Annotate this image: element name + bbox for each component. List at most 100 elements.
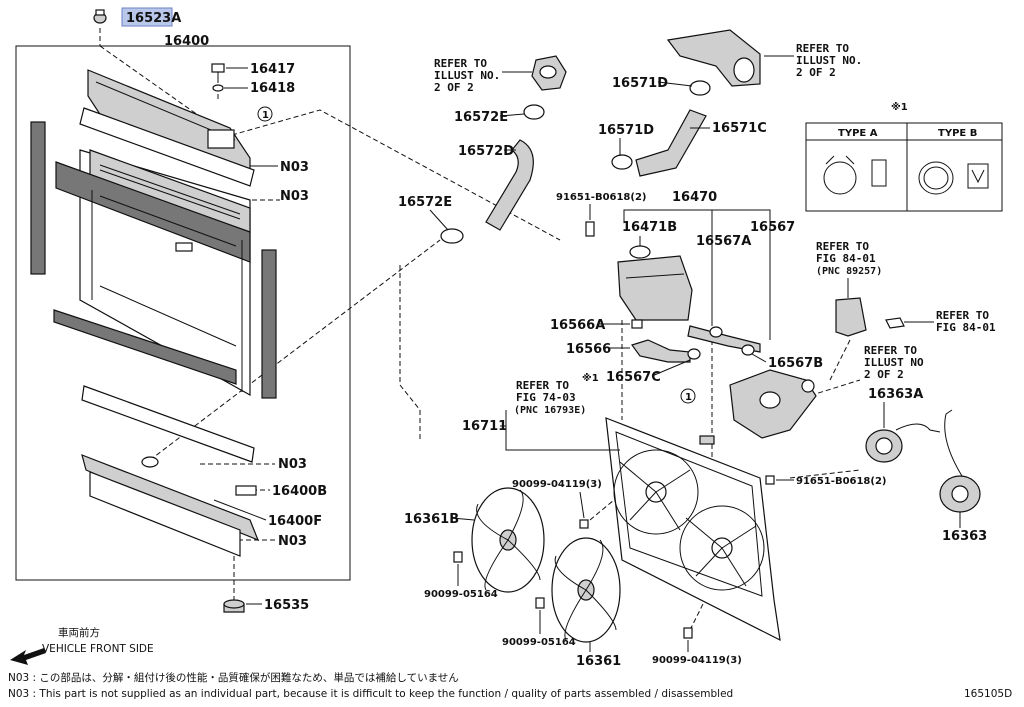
part-label-16567C[interactable]: 16567C [606, 370, 661, 385]
part-label-16567B[interactable]: 16567B [768, 356, 823, 371]
clamp-16567A[interactable] [709, 326, 723, 338]
type-b-label: TYPE B [938, 128, 977, 139]
refer-illust-c[interactable]: REFER TO ILLUST NO 2 OF 2 [864, 344, 924, 381]
nut-90099-05164-b[interactable] [535, 597, 545, 609]
radiator-cap-16523A[interactable] [93, 9, 107, 24]
marker-circle-1-a [257, 106, 273, 122]
side-seal-right [261, 249, 277, 399]
side-seal-left [30, 121, 46, 275]
nut-90099-05164-a[interactable] [453, 551, 463, 563]
part-label-16571C[interactable]: 16571C [712, 121, 767, 136]
part-label-16523A[interactable]: 16523A [126, 11, 181, 26]
part-label-16567[interactable]: 16567 [750, 220, 795, 235]
hose-16572D[interactable] [485, 139, 534, 231]
part-label-16571D-top[interactable]: 16571D [612, 76, 668, 91]
part-label-90099-04119-top[interactable]: 90099-04119(3) [512, 479, 602, 490]
svg-text:REFER TO: REFER TO [516, 379, 569, 392]
part-label-16400B[interactable]: 16400B [272, 484, 327, 499]
bolt-90099-top[interactable] [579, 519, 589, 529]
part-label-16572D[interactable]: 16572D [458, 144, 514, 159]
reservoir-16470[interactable] [617, 245, 693, 321]
clamp-16567B[interactable] [741, 344, 755, 356]
bolt-91651-bottom[interactable] [765, 475, 775, 485]
part-label-16711[interactable]: 16711 [462, 419, 507, 434]
marker-circle-1-b [680, 388, 696, 404]
plug-16417[interactable] [211, 63, 225, 80]
part-label-16535[interactable]: 16535 [264, 598, 309, 613]
part-label-16470[interactable]: 16470 [672, 190, 717, 205]
part-label-16400F[interactable]: 16400F [268, 514, 322, 529]
svg-text:(PNC 89257): (PNC 89257) [816, 266, 882, 277]
clamp-16572E-top[interactable] [523, 104, 545, 120]
part-label-n03-d[interactable]: N03 [278, 534, 307, 549]
part-label-16400[interactable]: 16400 [164, 34, 209, 49]
hose-16571C[interactable] [635, 109, 707, 177]
part-label-16361B[interactable]: 16361B [404, 512, 459, 527]
refer-illust-b[interactable]: REFER TO ILLUST NO. 2 OF 2 [764, 42, 862, 79]
refer-fig8401-a[interactable]: REFER TO FIG 84-01 (PNC 89257) [816, 240, 882, 298]
lower-tank[interactable] [81, 454, 260, 557]
svg-text:REFER TO: REFER TO [434, 57, 487, 70]
refer-fig7403[interactable]: REFER TO FIG 74-03 (PNC 16793E) [514, 379, 586, 416]
part-label-16417[interactable]: 16417 [250, 62, 295, 77]
outlet-pipe[interactable] [666, 29, 761, 87]
part-label-16566A[interactable]: 16566A [550, 318, 605, 333]
part-label-90099-04119-bottom[interactable]: 90099-04119(3) [652, 655, 742, 666]
clamp-type-table [805, 122, 1003, 212]
hose-16566[interactable] [631, 339, 691, 363]
part-label-16567A[interactable]: 16567A [696, 234, 751, 249]
water-inlet-housing[interactable] [729, 369, 817, 439]
marker-note-x1: ※1 [582, 372, 599, 384]
svg-text:FIG 74-03: FIG 74-03 [516, 391, 576, 404]
bolt-90099-bottom[interactable] [683, 627, 693, 639]
refer-fig8401-b[interactable]: REFER TO FIG 84-01 [904, 309, 996, 334]
lower-support [53, 309, 237, 385]
svg-text:2 OF 2: 2 OF 2 [434, 81, 474, 94]
part-label-n03-a[interactable]: N03 [280, 160, 309, 175]
front-arrow-icon [10, 648, 46, 665]
clamp-16567C[interactable] [687, 348, 701, 360]
part-label-16361[interactable]: 16361 [576, 654, 621, 669]
part-label-91651-bottom[interactable]: 91651-B0618(2) [796, 476, 887, 487]
part-label-90099-05164-b[interactable]: 90099-05164 [502, 637, 576, 648]
part-label-16363[interactable]: 16363 [942, 529, 987, 544]
clamp-16571D-mid[interactable] [611, 154, 633, 170]
part-label-n03-b[interactable]: N03 [280, 189, 309, 204]
upper-tank[interactable] [87, 69, 251, 179]
clamp-16571D-top[interactable] [689, 80, 711, 96]
gasket-16418 [212, 84, 224, 92]
svg-text:ILLUST NO: ILLUST NO [864, 356, 924, 369]
part-label-91651-top[interactable]: 91651-B0618(2) [556, 192, 647, 203]
fan-shroud-16711[interactable] [605, 417, 781, 642]
front-label-en: VEHICLE FRONT SIDE [42, 643, 154, 655]
bolt-91651-top[interactable] [585, 221, 595, 237]
fan-16361B[interactable] [471, 487, 545, 593]
part-label-16572E-top[interactable]: 16572E [454, 110, 508, 125]
footer-note-jp: N03 : この部品は、分解・組付け後の性能・品質確保が困難なため、単品では補給… [8, 671, 459, 684]
part-label-16572E-mid[interactable]: 16572E [398, 195, 452, 210]
refer-illust-a[interactable]: REFER TO ILLUST NO. 2 OF 2 [434, 57, 532, 94]
fan-16361[interactable] [551, 537, 621, 643]
svg-text:REFER TO: REFER TO [796, 42, 849, 55]
clamp-16572E-mid[interactable] [440, 228, 464, 244]
motor-16363[interactable] [939, 409, 981, 513]
thermostat-housing[interactable] [531, 55, 567, 91]
svg-text:REFER TO: REFER TO [816, 240, 869, 253]
part-label-16566[interactable]: 16566 [566, 342, 611, 357]
drain-16400B[interactable] [235, 485, 257, 496]
part-label-n03-c[interactable]: N03 [278, 457, 307, 472]
part-label-90099-05164-a[interactable]: 90099-05164 [424, 589, 498, 600]
motor-16363A[interactable] [865, 423, 941, 463]
part-label-16363A[interactable]: 16363A [868, 387, 923, 402]
connector-bracket [835, 297, 867, 337]
svg-text:2 OF 2: 2 OF 2 [864, 368, 904, 381]
hose-16567[interactable] [687, 325, 761, 353]
part-label-16418[interactable]: 16418 [250, 81, 295, 96]
svg-text:FIG 84-01: FIG 84-01 [936, 321, 996, 334]
cap-16535[interactable] [223, 599, 245, 613]
radiator-core[interactable] [55, 149, 251, 397]
bolt-fig8401[interactable] [885, 317, 905, 329]
part-label-16471B[interactable]: 16471B [622, 220, 677, 235]
part-label-16571D-mid[interactable]: 16571D [598, 123, 654, 138]
clip-16566A[interactable] [631, 319, 643, 329]
